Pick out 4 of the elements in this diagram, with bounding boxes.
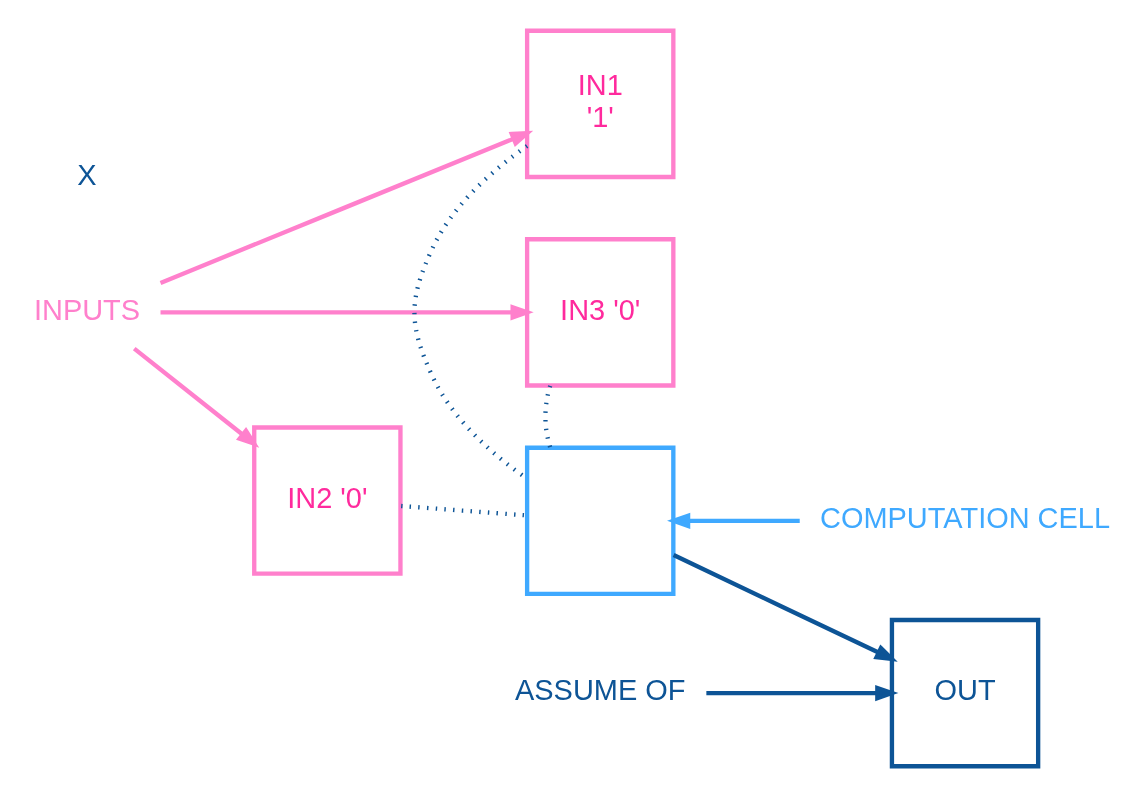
node-text: COMPUTATION CELL [820,502,1111,535]
label: X [77,158,97,191]
node-text: ASSUME OF [515,674,686,707]
node-text: INPUTS [33,293,141,326]
